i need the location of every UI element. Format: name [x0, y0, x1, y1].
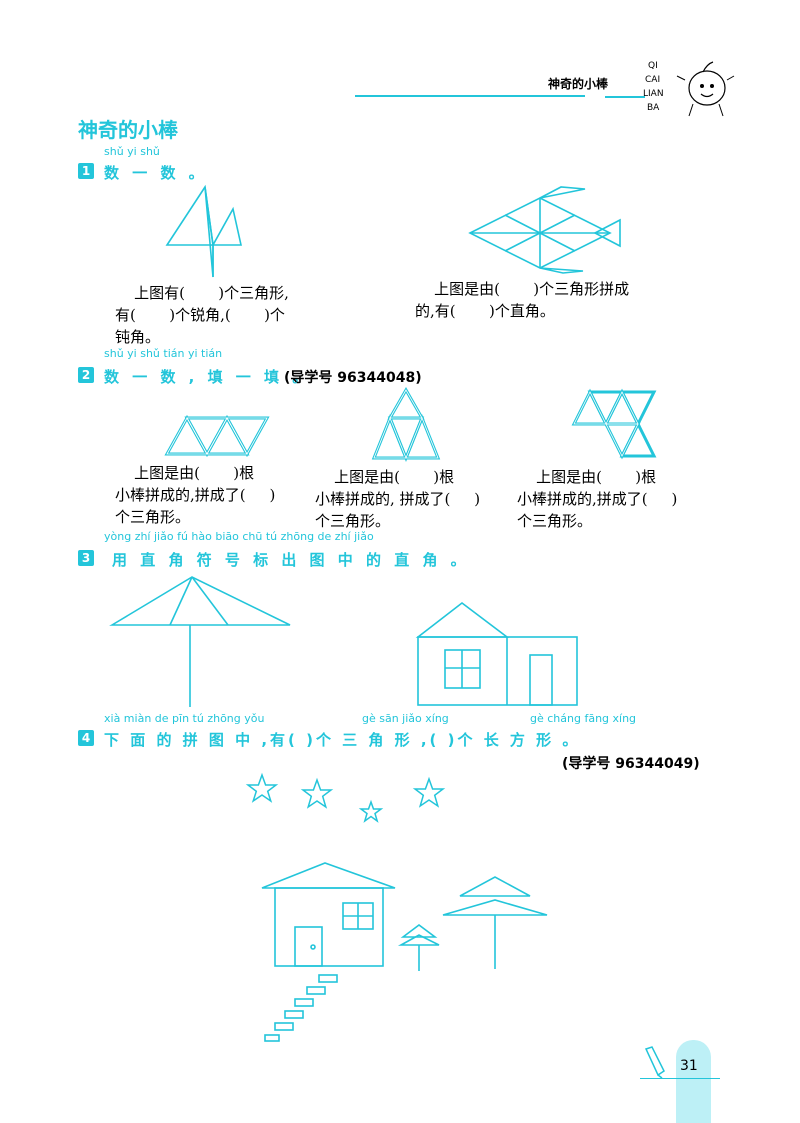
step-6 — [264, 1034, 280, 1042]
q2-guide-ref: (导学号 96344048) — [284, 370, 422, 386]
q3-umbrella — [109, 576, 291, 707]
q4-prompt: 下 面 的 拼 图 中 ,有( )个 三 角 形 ,( )个 长 方 形 。 — [104, 731, 581, 749]
q2-figure-3 — [571, 388, 657, 460]
q2-figure-2 — [371, 386, 441, 463]
q4-picture — [261, 862, 548, 1042]
q3-house — [415, 601, 578, 706]
page-number-tab — [676, 1040, 711, 1123]
q4-pinyin-b: gè sān jiǎo xíng — [362, 712, 449, 725]
section-title: 神奇的小棒 — [78, 118, 178, 142]
page-number-rule — [640, 1078, 720, 1079]
logo-line-1: QI — [648, 61, 658, 71]
q4-pinyin-a: xià miàn de pīn tú zhōng yǒu — [104, 712, 265, 725]
q3-pinyin: yòng zhí jiǎo fú hào biāo chū tú zhōng d… — [104, 530, 374, 543]
big-tree-top — [459, 876, 531, 897]
q1-pinyin: shǔ yi shǔ — [104, 145, 160, 158]
q4-number: 4 — [78, 730, 94, 746]
step-4 — [284, 1010, 304, 1019]
q1-figure-fish — [468, 186, 621, 274]
star-4 — [412, 776, 446, 808]
q2-number: 2 — [78, 367, 94, 383]
star-3 — [358, 799, 384, 823]
q1-left-text: 上图有( )个三角形, 有( )个锐角,( )个 钝角。 — [115, 284, 289, 346]
step-5 — [274, 1022, 294, 1031]
q2-pinyin: shǔ yi shǔ tián yi tián — [104, 347, 223, 360]
house-body — [274, 887, 384, 967]
q1-prompt: 数 一 数 。 — [104, 164, 208, 182]
small-tree-bottom — [397, 934, 440, 946]
q4-stars — [245, 772, 446, 823]
q1-figure-left — [165, 184, 242, 278]
q3-number: 3 — [78, 550, 94, 566]
star-1 — [245, 772, 279, 803]
header-rule — [355, 95, 585, 97]
step-1 — [318, 974, 338, 983]
logo-line-2: CAI — [645, 75, 660, 85]
house-roof — [261, 862, 396, 889]
q4-guide-ref: (导学号 96344049) — [562, 756, 700, 772]
q2-col2-text: 上图是由( )根 小棒拼成的, 拼成了( ) 个三角形。 — [315, 468, 481, 530]
header-title: 神奇的小棒 — [548, 77, 609, 91]
page-number: 31 — [680, 1058, 698, 1074]
q1-right-text: 上图是由( )个三角形拼成 的,有( )个直角。 — [415, 280, 630, 320]
q2-col1-text: 上图是由( )根 小棒拼成的,拼成了( ) 个三角形。 — [115, 464, 276, 526]
q2-prompt: 数 一 数 , 填 一 填 。 — [104, 368, 312, 386]
q4-pinyin-c: gè cháng fāng xíng — [530, 712, 637, 725]
star-2 — [300, 777, 334, 809]
q1-number: 1 — [78, 163, 94, 179]
step-2 — [306, 986, 326, 995]
house-door — [294, 926, 323, 967]
logo-line-3: LIAN — [643, 89, 664, 99]
big-tree-bottom — [442, 899, 548, 916]
small-tree-top — [400, 924, 438, 938]
pencil-icon — [644, 1046, 665, 1079]
logo-line-4: BA — [647, 103, 660, 113]
q2-col3-text: 上图是由( )根 小棒拼成的,拼成了( ) 个三角形。 — [517, 468, 678, 530]
step-3 — [294, 998, 314, 1007]
apple-mascot-logo: QI CAI LIAN BA — [605, 61, 735, 117]
q3-prompt: 用 直 角 符 号 标 出 图 中 的 直 角 。 — [112, 551, 470, 569]
q2-figure-1 — [164, 414, 270, 458]
